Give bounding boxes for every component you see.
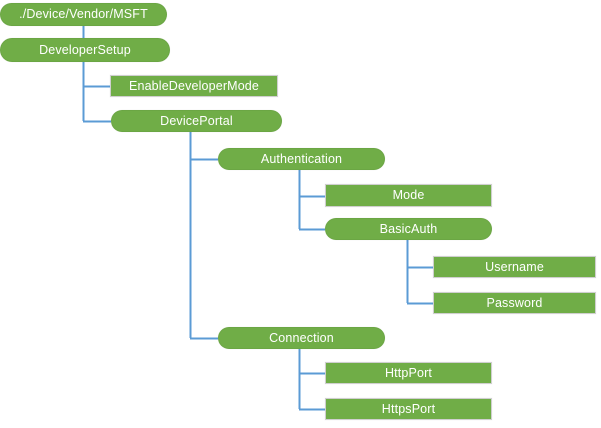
node-label-httpsport: HttpsPort [381, 401, 436, 416]
node-label-root: ./Device/Vendor/MSFT [19, 7, 148, 22]
node-label-enabledevelopermode: EnableDeveloperMode [128, 78, 260, 93]
node-label-deviceportal: DevicePortal [160, 113, 233, 128]
node-label-username: Username [485, 259, 544, 274]
node-httpport[interactable]: HttpPort [325, 362, 492, 384]
node-label-password: Password [486, 295, 543, 310]
node-basicauth[interactable]: BasicAuth [325, 218, 492, 240]
node-label-basicauth: BasicAuth [379, 221, 438, 236]
node-developersetup[interactable]: DeveloperSetup [0, 38, 170, 62]
node-deviceportal[interactable]: DevicePortal [111, 110, 282, 132]
node-root[interactable]: ./Device/Vendor/MSFT [0, 3, 167, 26]
node-username[interactable]: Username [433, 256, 596, 278]
node-label-developersetup: DeveloperSetup [39, 42, 131, 57]
node-label-connection: Connection [269, 330, 334, 345]
node-label-authentication: Authentication [260, 151, 343, 166]
node-enabledevelopermode[interactable]: EnableDeveloperMode [110, 75, 278, 97]
node-authentication[interactable]: Authentication [218, 148, 385, 170]
node-password[interactable]: Password [433, 292, 596, 314]
node-label-mode: Mode [392, 188, 425, 203]
node-httpsport[interactable]: HttpsPort [325, 398, 492, 420]
node-connection[interactable]: Connection [218, 327, 385, 349]
node-label-httpport: HttpPort [384, 365, 433, 380]
node-mode[interactable]: Mode [325, 184, 492, 207]
